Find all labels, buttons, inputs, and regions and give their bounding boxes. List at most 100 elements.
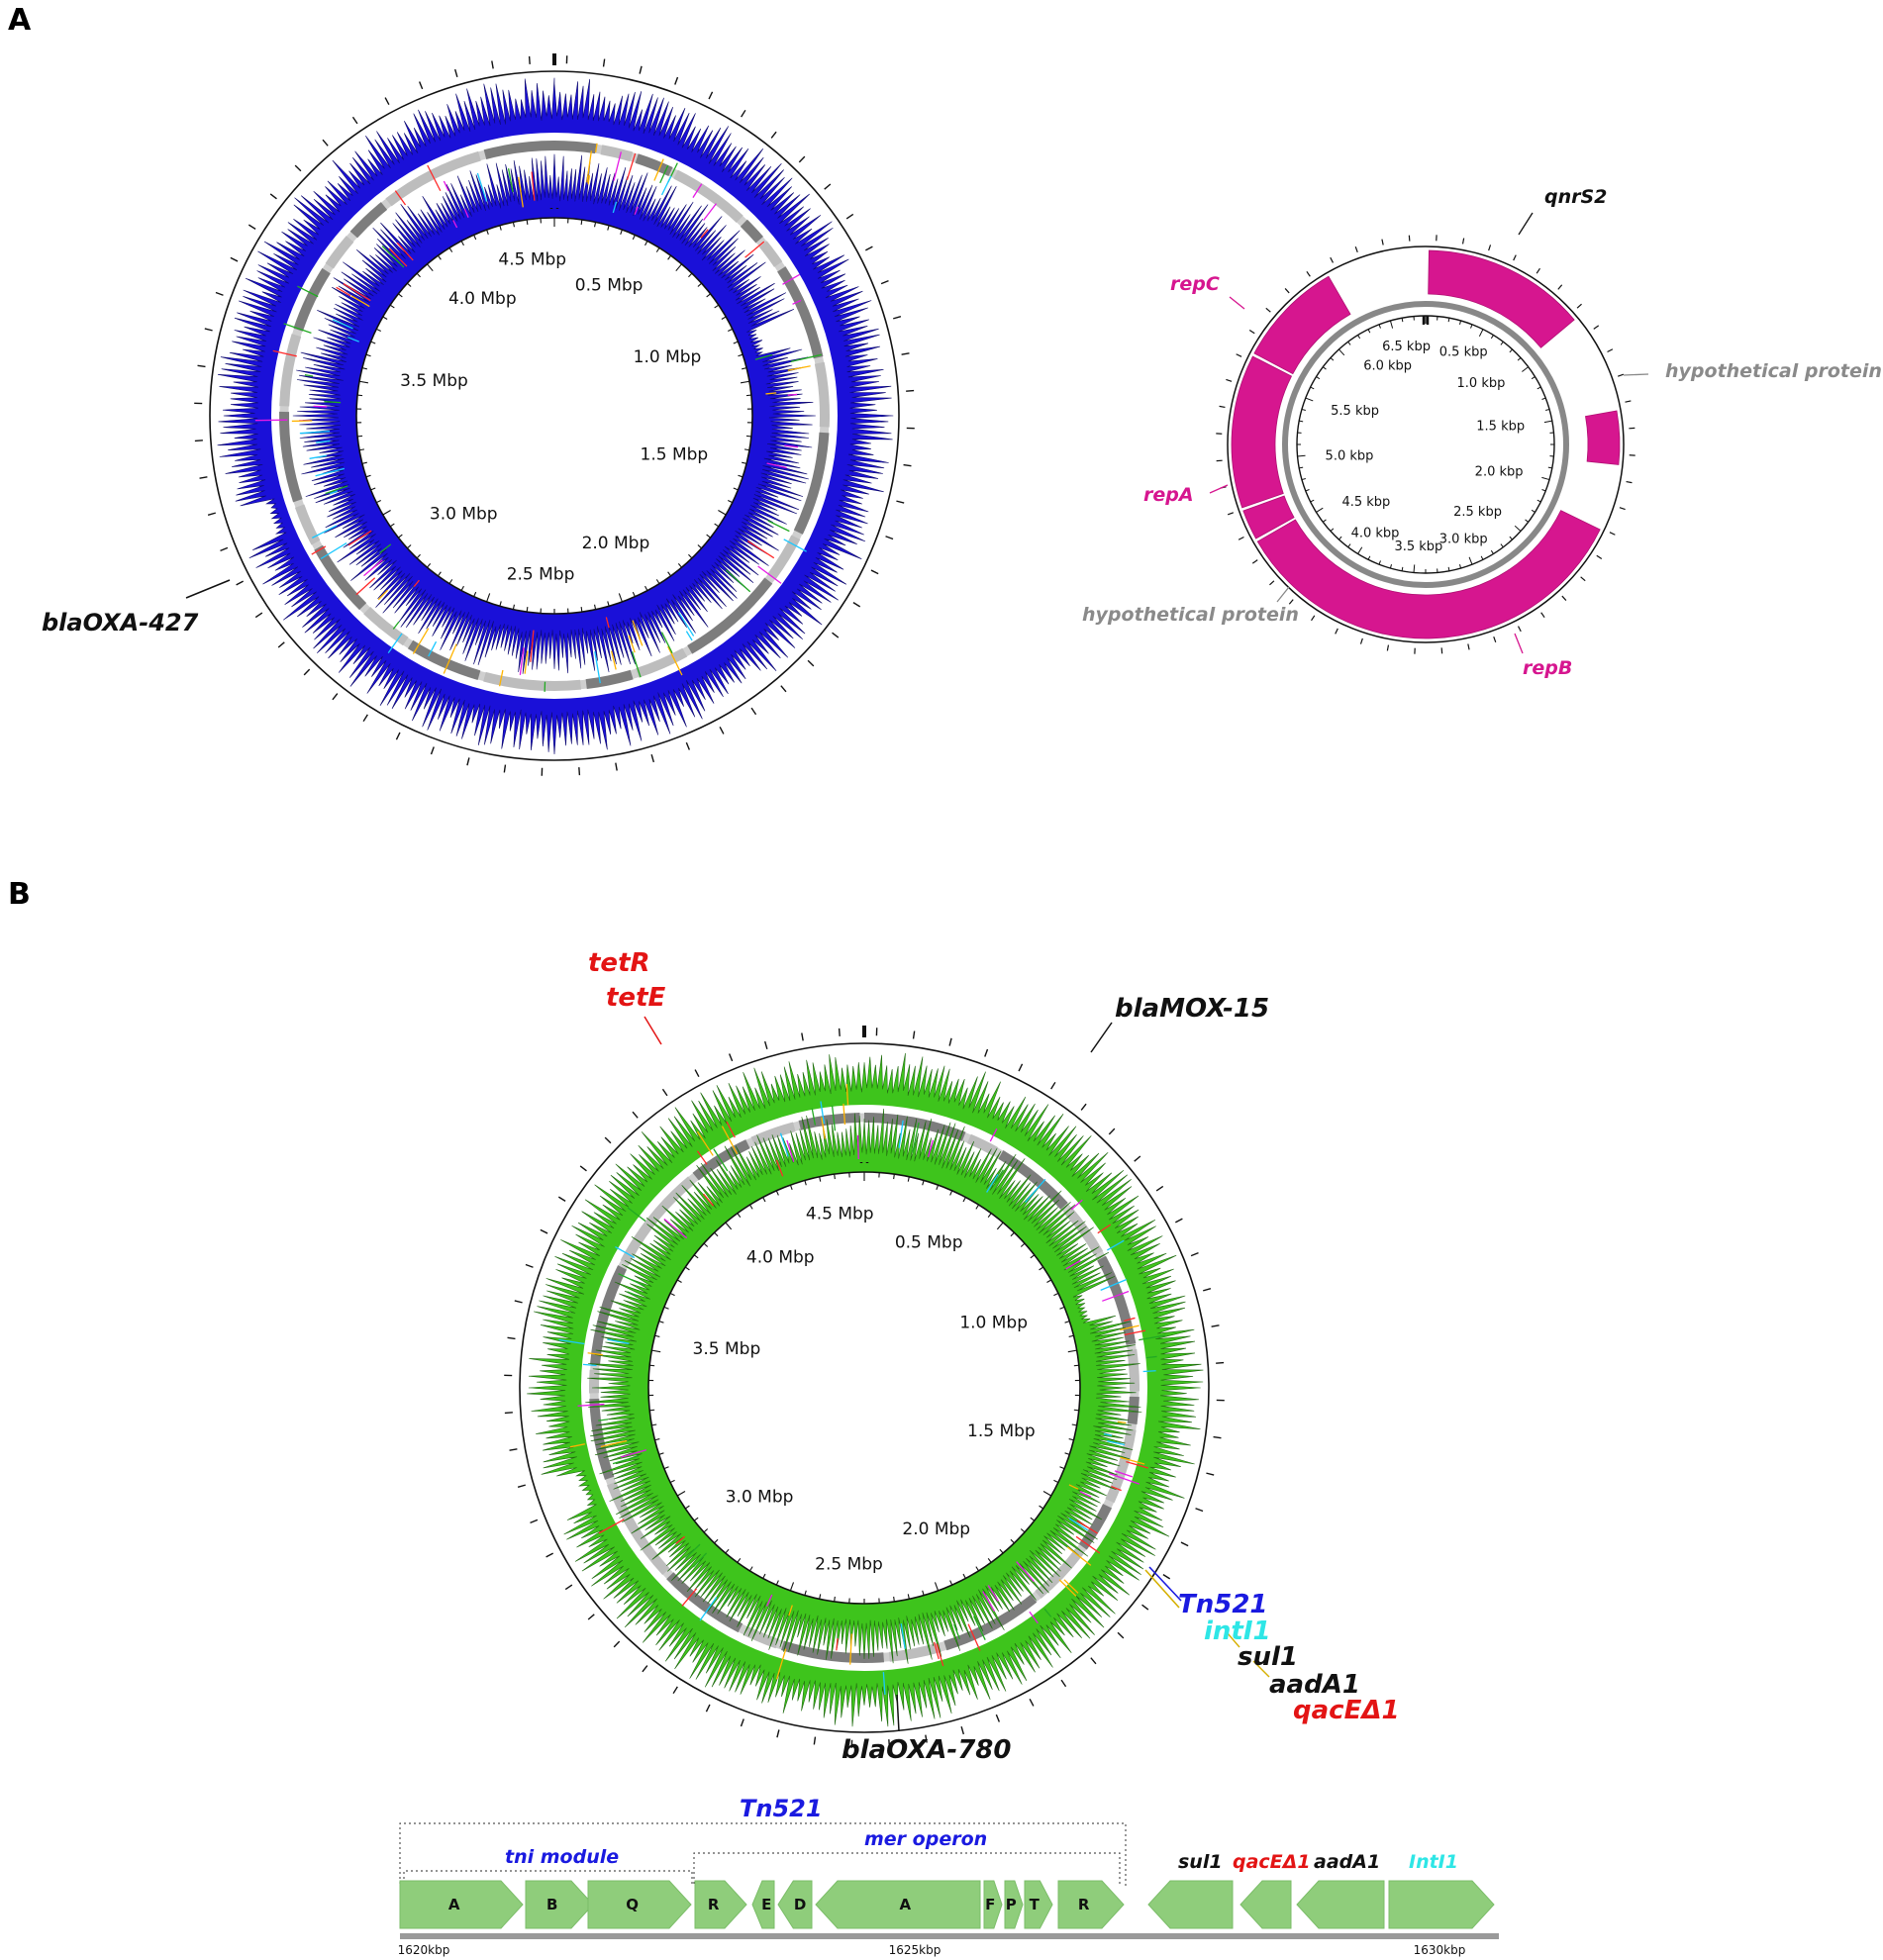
gene-arrow-label: A [448,1896,460,1913]
inner-tick [618,593,623,603]
inner-tick [684,1505,690,1510]
plasmid-outer-tick [1580,576,1586,582]
gene-map-axis [400,1933,1499,1939]
outer-tick [351,116,358,125]
qacedelta1-label: qacEΔ1 [1293,1696,1400,1725]
inner-tick [949,1580,953,1586]
plasmid-outer-tick [1330,256,1335,263]
feature-spike [675,1535,686,1544]
feature-spike [845,1084,849,1106]
feature-spike [628,635,636,653]
inner-tick [749,1204,753,1210]
feature-spike [1025,1178,1046,1204]
outer-tick [776,1729,780,1738]
plasmid-inner-tick [1378,560,1381,565]
plasmid-inner-tick [1478,329,1484,338]
inner-tick [697,544,702,549]
inner-tick [1053,1292,1059,1297]
inner-tick [357,394,363,397]
map-inti1-label: IntI1 [1409,1851,1458,1873]
feature-spike [989,1128,998,1142]
gene-arrow [1024,1880,1053,1929]
plasmid-outer-tick [1248,330,1255,335]
plasmid-inner-tick [1347,543,1351,548]
plasmid-inner-tick [1401,318,1404,323]
outer-tick [1117,1631,1125,1639]
inner-tick [651,1349,661,1353]
contig-segment [687,577,773,654]
repc-arc [1253,275,1351,375]
plasmid-inner-tick [1389,564,1392,569]
inner-tick [644,241,648,246]
contig-segment [743,1625,779,1649]
outer-tick [254,612,263,619]
outer-tick [545,1552,553,1558]
inner-tick [658,1452,664,1455]
plasmid-outer-tick [1493,636,1497,643]
inner-tick [669,1479,675,1484]
outer-tick [602,58,606,67]
outer-tick [995,1714,1001,1722]
scale-label: 3.0 Mbp [430,505,498,525]
feature-spike [685,631,693,641]
feature-spike [782,273,801,285]
feature-spike [987,1585,999,1602]
contig-segment [385,150,481,207]
feature-spike [586,150,592,183]
outer-tick [1162,1574,1171,1580]
inner-tick [460,241,464,246]
inner-tick [649,1409,655,1412]
outer-tick [430,746,435,755]
plasmid-inner-tick [1389,320,1394,329]
feature-spike [598,1519,625,1534]
inner-tick [1039,1266,1044,1271]
plasmid-inner-tick [1522,366,1530,372]
gene-arrow [983,1880,1003,1929]
outer-tick [838,1028,841,1036]
inner-tick [1067,1349,1077,1353]
inner-scale-circle [647,1171,1081,1605]
feature-spike [343,282,371,302]
feature-spike [726,1121,736,1138]
plasmid-outer-tick [1359,637,1363,644]
feature-spike [1107,1239,1125,1251]
plasmid-scale-label: 0.5 kbp [1439,344,1488,359]
outer-tick [672,1686,678,1695]
inner-tick [1020,1242,1026,1247]
gene-arrow [1147,1880,1234,1929]
inner-tick [975,1204,979,1210]
inner-tick [382,316,388,320]
scale-label: 0.5 Mbp [895,1232,963,1252]
outer-tick [960,1726,965,1735]
feature-spike [1117,1421,1127,1424]
qnrs2-leader [1518,212,1534,236]
inner-tick [448,247,453,252]
repb-arc [1256,510,1601,639]
plasmid-outer-tick [1306,270,1311,277]
feature-spike [463,209,469,218]
plasmid-scale-label: 6.5 kbp [1382,340,1431,354]
feature-spike [725,569,751,593]
inner-tick [1020,1528,1026,1533]
feature-spike [900,1622,906,1649]
plasmid-inner-tick [1338,536,1342,540]
plasmid-inner-tick [1357,546,1363,554]
feature-spike [387,633,403,653]
feature-spike [577,1403,605,1407]
feature-spike [1107,1440,1126,1446]
plasmid-scale-label: 3.0 kbp [1439,533,1488,547]
plasmid-inner-tick [1514,525,1522,532]
plasmid-inner-tick [1543,420,1552,424]
outer-tick [491,60,494,69]
feature-spike [1065,1259,1081,1270]
inner-tick [1059,1466,1065,1470]
outer-tick [303,668,311,676]
feature-spike [820,1101,826,1125]
feature-spike [1066,1546,1092,1566]
outer-tick [780,685,787,693]
inner-tick [407,544,412,549]
plasmid-outer-tick [1269,580,1275,586]
contig-segment [793,432,830,535]
feature-spike [713,1148,729,1172]
feature-spike [663,1218,688,1239]
